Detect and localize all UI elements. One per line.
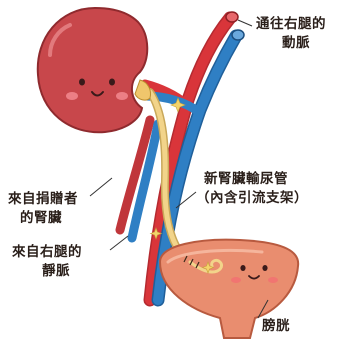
ureter-label: 新腎臟輸尿管 （內含引流支架） <box>196 170 308 208</box>
artery-label: 通往右腿的 動脈 <box>256 15 326 53</box>
donor-kidney-label-line2: 的腎臟 <box>8 209 78 228</box>
bladder-label-text: 膀胱 <box>262 317 290 336</box>
kidney-eye-right <box>109 79 115 86</box>
artery-label-line1: 通往右腿的 <box>256 15 326 34</box>
donor-kidney-label: 來自捐贈者 的腎臟 <box>8 190 78 228</box>
donor-kidney <box>38 8 151 132</box>
vein-label-line2: 靜脈 <box>12 262 82 281</box>
donor-kidney-label-line1: 來自捐贈者 <box>8 190 78 209</box>
vein-label-line1: 來自右腿的 <box>12 243 82 262</box>
artery-label-line2: 動脈 <box>256 34 326 53</box>
vein-label: 來自右腿的 靜脈 <box>12 243 82 281</box>
ureter-label-line2: （內含引流支架） <box>196 189 308 208</box>
lower-vessels <box>120 120 158 238</box>
bladder-label: 膀胱 <box>262 317 290 336</box>
bladder-eye-left <box>240 265 245 271</box>
ureter-label-line1: 新腎臟輸尿管 <box>196 170 308 189</box>
kidney-leader <box>90 178 112 196</box>
vein-leader <box>110 236 128 250</box>
kidney-eye-left <box>79 79 85 86</box>
bladder-eye-right <box>262 265 267 271</box>
artery-leader <box>238 20 252 26</box>
